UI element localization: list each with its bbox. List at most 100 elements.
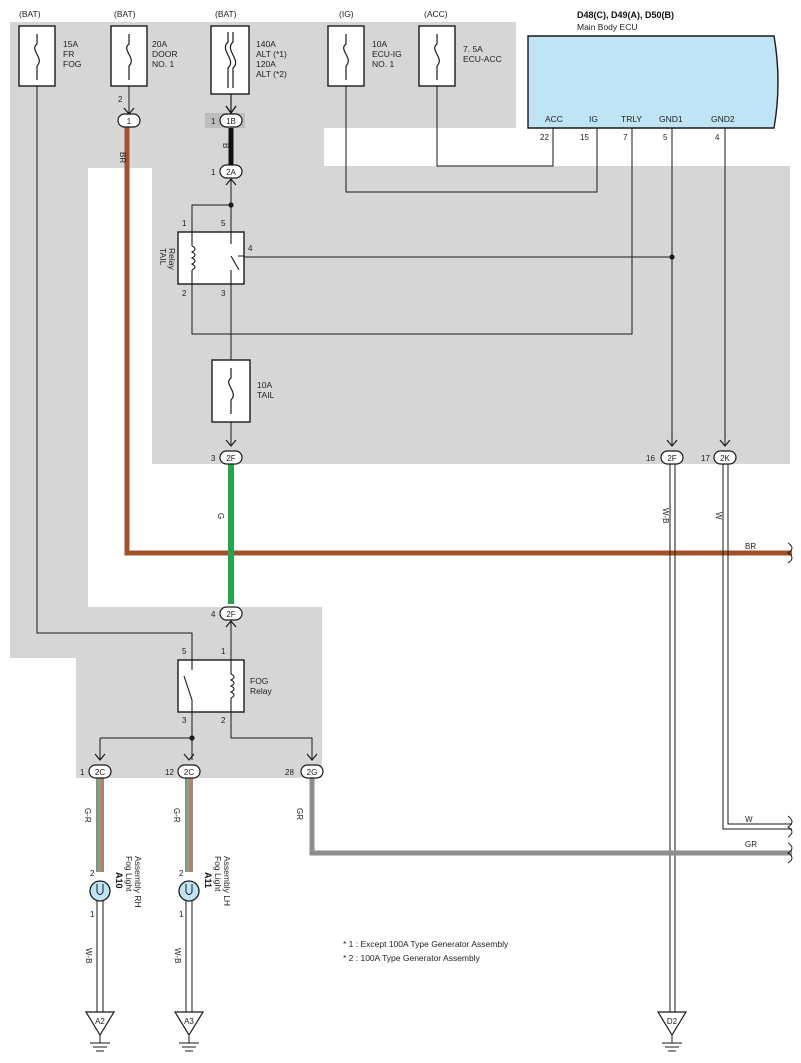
wire-wb xyxy=(669,464,676,1012)
fuse-tail-rating: 10A xyxy=(257,380,272,390)
wire-gr-right-label: GR xyxy=(745,840,757,849)
fog-light-wires: G-R G-R xyxy=(83,778,193,872)
wire-gr-break xyxy=(787,842,793,864)
connector-2a: 2A 1 xyxy=(211,164,243,186)
fuse-fr-fog: (BAT) 15A FR FOG xyxy=(18,9,81,87)
junction-dot-fog xyxy=(189,735,195,741)
ecu-terminal-ig: IG xyxy=(589,114,598,124)
ground-d2-label: D2 xyxy=(667,1017,678,1026)
connector-2g-arrow xyxy=(306,753,318,761)
connector-2a-arrow xyxy=(225,178,237,186)
fog-relay-pin2: 2 xyxy=(221,716,226,725)
tail-relay-pin1: 1 xyxy=(182,219,187,228)
fuse-ecu-ig-no1-name2: NO. 1 xyxy=(372,59,394,69)
fog-light-rh-pin-top: 2 xyxy=(90,869,95,878)
fuse-ecu-acc-rating: 7. 5A xyxy=(463,44,483,54)
fog-ground-wires xyxy=(96,901,193,1012)
fog-light-lh-code: A11 xyxy=(203,872,213,888)
fuse-fr-fog-rating: 15A xyxy=(63,39,78,49)
connector-2a-pin: 1 xyxy=(211,168,216,177)
wire-gr-rh-outer xyxy=(96,778,104,872)
ground-a2-triangle xyxy=(84,1011,116,1037)
ground-a3-earth xyxy=(179,1035,199,1052)
fuse-ecu-ig-no1-rating: 10A xyxy=(372,39,387,49)
ground-a2-earth xyxy=(90,1035,110,1052)
wire-gr-lh-outer xyxy=(185,778,193,872)
fuse-tail-element xyxy=(228,368,234,414)
connector-1b-label: 1B xyxy=(226,117,236,126)
shade-main xyxy=(152,166,790,464)
note-2: * 2 : 100A Type Generator Assembly xyxy=(343,953,481,963)
fuse-fr-fog-name2: FOG xyxy=(63,59,81,69)
ecu-title: D48(C), D49(A), D50(B) xyxy=(577,10,674,20)
connector-2f-gnd-oval xyxy=(660,450,684,465)
ecu-subtitle: Main Body ECU xyxy=(577,22,637,32)
fog-relay: FOG Relay 5 1 3 2 xyxy=(99,620,313,760)
wire-b-label: B xyxy=(221,143,230,148)
fog-light-rh-code: A10 xyxy=(114,872,124,889)
fog-light-lh-pin-bot: 1 xyxy=(179,910,184,919)
fuse-door-no1-rating: 20A xyxy=(152,39,167,49)
wire-w-break xyxy=(787,815,793,838)
fuse-tail: 10A TAIL xyxy=(211,284,275,446)
ground-d2: D2 xyxy=(656,1011,688,1052)
tail-relay: TAIL Relay 1 5 2 3 4 xyxy=(158,202,675,298)
wire-gr-label: GR xyxy=(295,808,304,820)
ecu-terminal-acc: ACC xyxy=(545,114,563,124)
tail-relay-pin5: 5 xyxy=(221,219,226,228)
fuse-ecu-acc-source: (ACC) xyxy=(424,9,448,19)
fog-relay-pin1: 1 xyxy=(221,647,226,656)
connector-2f-gnd-label: 2F xyxy=(667,454,676,463)
connector-2c-12: 2C 12 xyxy=(165,753,201,779)
fuse-alt-element xyxy=(224,32,237,88)
ground-d2-earth xyxy=(662,1035,682,1052)
fuse-door-no1-source: (BAT) xyxy=(114,9,136,19)
connector-2f-tail-label: 2F xyxy=(226,454,235,463)
wire-br-right-label: BR xyxy=(745,542,756,551)
fog-light-lh: 2 1 A11 Fog Light Assembly LH xyxy=(178,856,232,919)
fog-relay-name: FOG xyxy=(250,676,268,686)
fuse-alt: (BAT) 140A ALT (*1) 120A ALT (*2) xyxy=(210,9,287,95)
connector-1b-arrow xyxy=(225,105,237,115)
fog-light-lh-bulb xyxy=(178,880,200,902)
wire-w-right-label: W xyxy=(745,815,753,824)
connector-2f-tail-pin: 3 xyxy=(211,454,216,463)
wire-wb-rh xyxy=(96,901,104,1012)
fog-relay-coil xyxy=(229,660,235,712)
main-body-ecu: D48(C), D49(A), D50(B) Main Body ECU ACC… xyxy=(527,10,779,142)
fog-light-rh-name2: Assembly RH xyxy=(133,856,143,907)
wire-br-break xyxy=(787,542,793,564)
connector-2f-fog-label: 2F xyxy=(226,610,235,619)
wire-wb-label: W-B xyxy=(661,508,670,523)
connector-2a-oval xyxy=(219,164,243,179)
ground-a2: A2 xyxy=(84,1011,116,1052)
fog-light-rh-bulb xyxy=(89,880,111,902)
wire-gr xyxy=(309,778,792,856)
ground-a3-label: A3 xyxy=(184,1017,194,1026)
connector-2c-1-pin: 1 xyxy=(80,768,85,777)
connector-1b: 1B 1 xyxy=(205,105,245,128)
connector-2g-label: 2G xyxy=(307,768,318,777)
note-1: * 1 : Except 100A Type Generator Assembl… xyxy=(343,939,509,949)
tail-relay-name2: Relay xyxy=(167,248,177,270)
fuse-door-no1-element xyxy=(126,34,132,80)
connector-2g-oval xyxy=(300,764,324,779)
connector-1: 1 2 xyxy=(117,95,141,128)
fuse-fr-fog-element xyxy=(34,34,40,80)
fuse-ecu-ig-no1-element xyxy=(343,34,349,80)
connector-2k-pin: 17 xyxy=(701,454,710,463)
wire-relay-feed xyxy=(191,178,232,232)
connector-1-pin: 2 xyxy=(118,95,123,104)
connector-2c-12-pin: 12 xyxy=(165,768,174,777)
fog-relay-name2: Relay xyxy=(250,686,272,696)
tail-relay-pin4: 4 xyxy=(248,244,253,253)
fuse-fr-fog-name1: FR xyxy=(63,49,74,59)
wire-wb-lh xyxy=(185,901,193,1012)
fog-relay-switch xyxy=(183,660,193,712)
ecu-terminal-trly: TRLY xyxy=(621,114,642,124)
fog-relay-box xyxy=(177,659,245,713)
wire-wb-a10-label: W-B xyxy=(84,948,93,963)
connector-2c-12-arrow xyxy=(183,753,195,761)
wire-g-label: G xyxy=(216,513,225,519)
